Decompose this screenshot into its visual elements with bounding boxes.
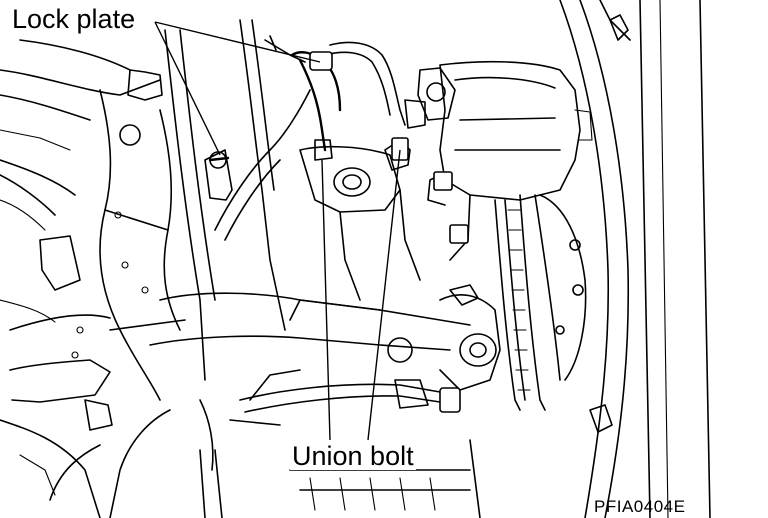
lock-plate-leader-2: [154, 21, 321, 63]
lock-plate-callout: Lock plate: [10, 4, 138, 34]
lock-plate-leader-1: [154, 21, 221, 156]
brake-caliper: [427, 60, 593, 261]
union-bolt-leader-1: [321, 159, 331, 441]
tie-rod: [199, 369, 461, 471]
lower-control-arm: [149, 284, 501, 391]
steering-knuckle: [299, 67, 456, 301]
brake-hose: [264, 35, 406, 161]
left-body-frame: [0, 39, 163, 518]
union-bolt-callout: Union bolt: [290, 441, 416, 471]
brake-rotor: [494, 194, 587, 411]
union-bolt-leader-2: [367, 149, 401, 441]
leader-lines: [154, 21, 401, 441]
figure-code: PFIA0404E: [594, 497, 686, 516]
lower-subframe: [109, 409, 481, 518]
right-fender: [559, 0, 711, 518]
frame-member: [71, 89, 186, 401]
struts: [164, 19, 311, 381]
